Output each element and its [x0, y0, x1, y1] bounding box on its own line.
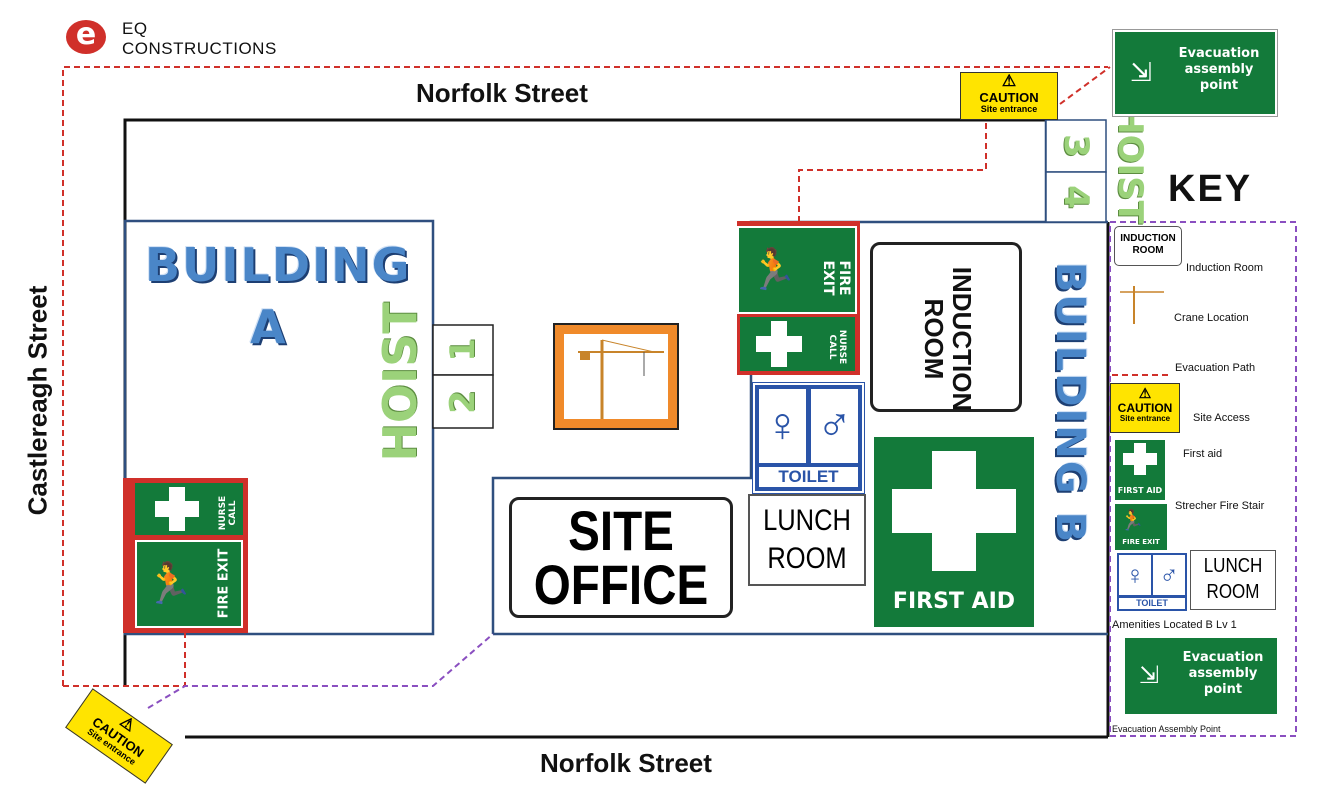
nurse-call-sign: NURSE CALL — [135, 483, 243, 535]
building-b-hoist-label: HOIST — [1110, 106, 1150, 224]
male-icon: ♂ — [811, 389, 858, 463]
company-name: EQ CONSTRUCTIONS — [122, 19, 277, 59]
caution-sign-top: ⚠ CAUTION Site entrance — [960, 72, 1058, 120]
company-name-line1: EQ — [122, 19, 148, 38]
key-crane-icon — [1120, 286, 1164, 324]
street-label-top: Norfolk Street — [416, 78, 588, 108]
key-title: KEY — [1168, 168, 1253, 210]
street-label-bottom: Norfolk Street — [540, 748, 712, 778]
fire-exit-sign: 🏃 FIRE EXIT — [135, 540, 243, 628]
key-evacuation-path-line — [1112, 374, 1168, 376]
running-man-icon: 🏃 — [748, 248, 798, 292]
street-label-left: Castlereagh Street — [22, 285, 53, 516]
key-label-strecher-fire-stair: Strecher Fire Stair — [1175, 500, 1265, 512]
nurse-call-sign: NURSE CALL — [740, 317, 855, 371]
hoist-number-4: 4 — [1055, 185, 1096, 209]
male-icon: ♂ — [1153, 555, 1185, 595]
female-icon: ♀ — [1119, 555, 1151, 595]
key-toilet-icon: ♀ ♂ TOILET — [1117, 553, 1187, 611]
assembly-people-icon: ⇲ — [1138, 662, 1160, 689]
running-man-icon: 🏃 — [1119, 510, 1145, 532]
hoist-number-3: 3 — [1055, 134, 1096, 158]
hoist-number-2: 2 — [442, 389, 483, 414]
female-icon: ♀ — [759, 389, 806, 463]
assembly-people-icon: ⇲ — [1130, 57, 1152, 87]
warning-triangle-icon: ⚠ — [1001, 73, 1017, 90]
key-label-crane-location: Crane Location — [1174, 312, 1249, 324]
company-name-line2: CONSTRUCTIONS — [122, 39, 277, 58]
crane-icon — [578, 339, 664, 419]
key-fire-exit-icon: 🏃 FIRE EXIT — [1115, 504, 1167, 550]
logo-mark: e — [66, 20, 106, 54]
key-label-first-aid: First aid — [1183, 448, 1223, 460]
toilet-sign: ♀ ♂ TOILET — [752, 382, 865, 494]
company-logo: e — [66, 20, 110, 54]
key-label-induction-room: Induction Room — [1186, 262, 1264, 274]
lunch-room-sign: LUNCH ROOM — [748, 494, 866, 586]
building-a-hoist-label: HOIST — [373, 302, 427, 462]
warning-triangle-icon: ⚠ — [1138, 385, 1152, 401]
key-lunch-room-icon: LUNCH ROOM — [1190, 550, 1276, 610]
running-man-icon: 🏃 — [144, 562, 194, 606]
hoist-number-1: 1 — [442, 338, 483, 362]
key-caution-icon: ⚠ CAUTION Site entrance — [1110, 383, 1180, 433]
key-label-site-access: Site Access — [1193, 412, 1250, 424]
building-a-title: BUILDING — [145, 238, 412, 292]
key-label-amenities: Amenities Located B Lv 1 — [1112, 619, 1237, 631]
fire-exit-sign: 🏃 FIRE EXIT — [737, 226, 857, 314]
key-label-evacuation-path: Evacuation Path — [1175, 362, 1256, 374]
key-first-aid-icon: FIRST AID — [1115, 440, 1165, 500]
building-b-title: BUILDING B — [1047, 261, 1093, 545]
crane-location — [553, 323, 679, 430]
building-b-safety-signs: 🏃 FIRE EXIT NURSE CALL — [737, 221, 860, 375]
key-label-evacuation-assembly-point: Evacuation Assembly Point — [1112, 724, 1221, 734]
first-aid-sign: FIRST AID — [874, 437, 1034, 627]
site-office-sign: SITE OFFICE — [500, 488, 740, 624]
building-a-letter: A — [250, 300, 288, 354]
building-a-safety-signs: NURSE CALL 🏃 FIRE EXIT — [123, 478, 248, 633]
